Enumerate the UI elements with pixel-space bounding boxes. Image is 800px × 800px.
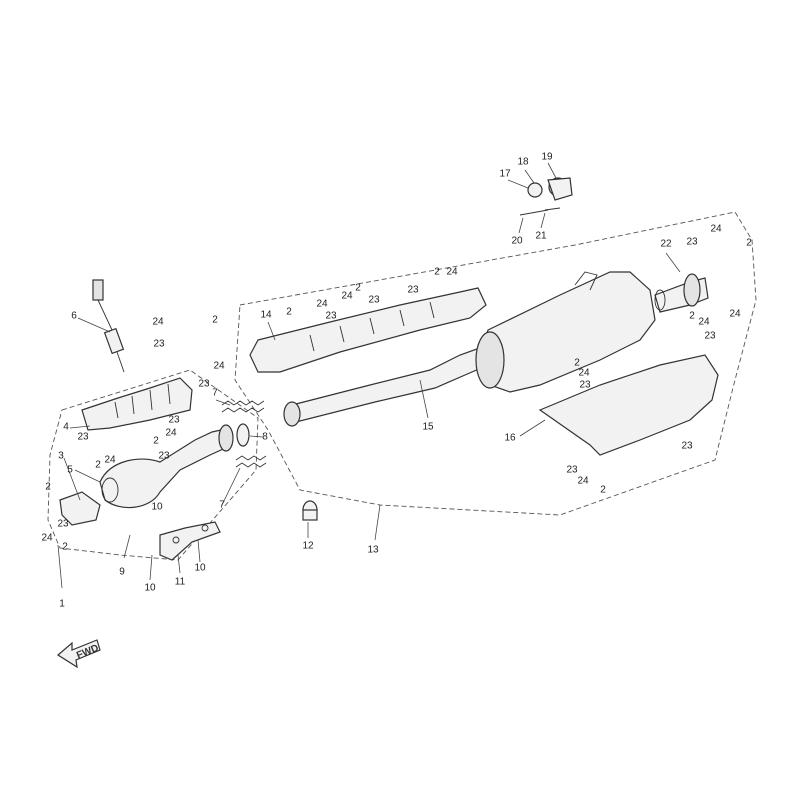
callout-24: 24 <box>729 309 741 320</box>
upper-heat-shield-part <box>249 287 487 373</box>
callout-23: 23 <box>681 441 693 452</box>
callout-23: 23 <box>704 331 716 342</box>
callout-2: 2 <box>689 311 695 322</box>
callout-2: 2 <box>45 482 51 493</box>
callout-4: 4 <box>63 422 69 433</box>
callout-2: 2 <box>153 436 159 447</box>
callout-7: 7 <box>219 500 225 511</box>
callout-2: 2 <box>434 267 440 278</box>
gasket-ring-part <box>236 423 250 447</box>
callout-23: 23 <box>57 519 69 530</box>
front-heat-shield-part <box>81 377 193 431</box>
callouts: 1 2 2 2 2 2 2 2 2 2 2 2 2 3 4 5 6 7 7 8 … <box>41 152 752 610</box>
callout-24: 24 <box>41 533 53 544</box>
bushing-part <box>302 500 318 521</box>
callout-21: 21 <box>535 231 547 242</box>
callout-1: 1 <box>59 599 65 610</box>
callout-24: 24 <box>316 299 328 310</box>
callout-2: 2 <box>574 358 580 369</box>
callout-15: 15 <box>422 422 434 433</box>
header-pipe-part <box>99 424 234 509</box>
callout-2: 2 <box>600 485 606 496</box>
callout-23: 23 <box>686 237 698 248</box>
callout-24: 24 <box>104 455 116 466</box>
group-outline-1 <box>47 369 259 561</box>
callout-24: 24 <box>577 476 589 487</box>
lower-heat-shield-part <box>538 354 719 456</box>
callout-24: 24 <box>698 317 710 328</box>
callout-8: 8 <box>262 432 268 443</box>
callout-2: 2 <box>746 238 752 249</box>
group-outline-13 <box>234 211 757 516</box>
callout-24: 24 <box>710 224 722 235</box>
callout-23: 23 <box>566 465 578 476</box>
callout-2: 2 <box>355 283 361 294</box>
callout-9: 9 <box>119 567 125 578</box>
callout-23: 23 <box>158 451 170 462</box>
muffler-part <box>475 271 656 393</box>
o2-sensor-part <box>92 279 125 373</box>
callout-24: 24 <box>152 317 164 328</box>
callout-2: 2 <box>62 542 68 553</box>
callout-24: 24 <box>165 428 177 439</box>
callout-2: 2 <box>286 307 292 318</box>
callout-3: 3 <box>58 451 64 462</box>
callout-10: 10 <box>194 563 206 574</box>
callout-17: 17 <box>499 169 511 180</box>
callout-23: 23 <box>368 295 380 306</box>
callout-12: 12 <box>302 541 314 552</box>
callout-11: 11 <box>175 577 186 588</box>
callout-23: 23 <box>77 432 89 443</box>
callout-19: 19 <box>541 152 553 163</box>
callout-5: 5 <box>67 465 73 476</box>
callout-24: 24 <box>578 368 590 379</box>
callout-18: 18 <box>517 157 529 168</box>
callout-2: 2 <box>95 460 101 471</box>
leader-lines <box>57 162 681 589</box>
callout-16: 16 <box>504 433 516 444</box>
callout-20: 20 <box>511 236 523 247</box>
callout-10: 10 <box>144 583 156 594</box>
callout-24: 24 <box>341 291 353 302</box>
callout-24: 24 <box>446 267 458 278</box>
callout-2: 2 <box>212 315 218 326</box>
callout-14: 14 <box>260 310 272 321</box>
callout-23: 23 <box>325 311 337 322</box>
hanger-part <box>519 177 573 216</box>
fwd-label: FWD <box>75 643 100 662</box>
callout-10: 10 <box>151 502 163 513</box>
callout-23: 23 <box>407 285 419 296</box>
callout-22: 22 <box>660 239 672 250</box>
fwd-arrow: FWD <box>56 639 101 669</box>
callout-23: 23 <box>579 380 591 391</box>
tail-pipe-part <box>654 273 709 313</box>
callout-6: 6 <box>71 311 77 322</box>
springs-part <box>221 400 267 468</box>
callout-23: 23 <box>168 415 180 426</box>
callout-23: 23 <box>153 339 165 350</box>
callout-23: 23 <box>198 379 210 390</box>
callout-7: 7 <box>212 388 218 399</box>
mount-bracket-part <box>159 521 221 561</box>
lower-bracket-part <box>59 491 101 526</box>
callout-13: 13 <box>367 545 379 556</box>
callout-24: 24 <box>213 361 225 372</box>
